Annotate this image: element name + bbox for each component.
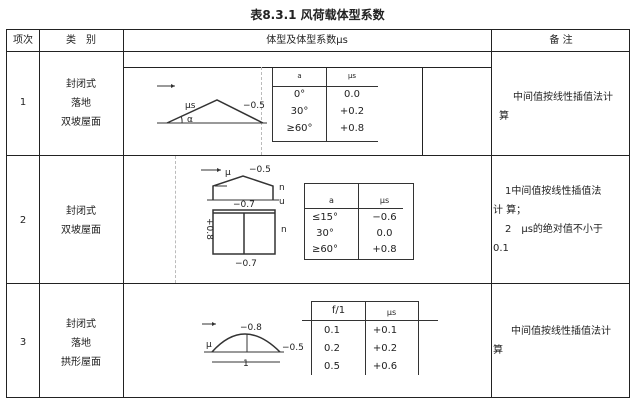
column-divider bbox=[39, 30, 40, 397]
header-category: 类 别 bbox=[66, 35, 96, 46]
table-cell: +0.2 bbox=[372, 343, 398, 354]
table-title: 表8.3.1 风荷载体型系数 bbox=[250, 8, 385, 22]
category-line: 双坡屋面 bbox=[61, 117, 101, 128]
span-label: 1 bbox=[243, 359, 249, 369]
table-cell: 0.0 bbox=[376, 228, 393, 239]
row-remark: 1中间值按线性插值法 计 算； 2 μs的绝对值不小于 0.1 bbox=[493, 182, 629, 258]
coefficient-table: a μs 0° 0.0 30° +0.2 ≥60° +0.8 bbox=[272, 68, 378, 142]
table-cell: 0.0 bbox=[344, 89, 360, 100]
remark-text: 中间值按线性插值法计 bbox=[511, 326, 611, 337]
category-line: 封闭式 bbox=[66, 79, 96, 90]
category-line: 双坡屋面 bbox=[61, 225, 101, 236]
header-no: 项次 bbox=[13, 35, 33, 46]
table-cell: −0.6 bbox=[372, 212, 397, 223]
col-header: μs bbox=[347, 72, 357, 80]
remark-text: 算 bbox=[499, 111, 509, 122]
remark-text: 算 bbox=[493, 345, 503, 356]
category-line: 封闭式 bbox=[66, 206, 96, 217]
row-divider bbox=[7, 155, 629, 156]
dashed-divider bbox=[261, 67, 262, 155]
row-category: 封闭式 落地 拱形屋面 bbox=[39, 315, 123, 372]
header-shape: 体型及体型系数μs bbox=[266, 35, 348, 46]
col-header: a bbox=[297, 72, 302, 80]
row-no: 3 bbox=[19, 337, 27, 348]
top-right-label: −0.5 bbox=[249, 165, 271, 175]
col-header: μs bbox=[379, 196, 390, 205]
table-cell: ≤15° bbox=[311, 212, 339, 223]
leeward-label: −0.5 bbox=[282, 343, 304, 353]
row-remark: 中间值按线性插值法计 算 bbox=[493, 322, 629, 360]
mu-label: μs bbox=[185, 101, 196, 111]
table-cell: +0.1 bbox=[372, 325, 398, 336]
col-header: f/1 bbox=[331, 305, 346, 316]
remark-text: 0.1 bbox=[493, 243, 509, 254]
row-category: 封闭式 落地 双坡屋面 bbox=[39, 75, 123, 132]
leeward-label: −0.5 bbox=[243, 101, 265, 111]
top-label: −0.8 bbox=[240, 323, 262, 333]
column-divider bbox=[491, 30, 492, 397]
table-cell: 30° bbox=[316, 228, 334, 239]
remark-text: 中间值按线性插值法计 bbox=[513, 92, 613, 103]
coefficient-table: a μs ≤15° −0.6 30° 0.0 ≥60° +0.8 bbox=[304, 183, 414, 260]
mu-label: μ bbox=[225, 168, 231, 178]
row-no: 1 bbox=[19, 97, 27, 108]
table-cell: +0.8 bbox=[372, 244, 397, 255]
coefficient-table: f/1 μs 0.1 +0.1 0.2 +0.2 0.5 +0.6 bbox=[302, 301, 438, 375]
alpha-label: α bbox=[187, 115, 193, 125]
gable-roof-diagram: μs α −0.5 bbox=[157, 84, 267, 125]
row-divider bbox=[7, 51, 629, 52]
table-cell: +0.2 bbox=[339, 106, 365, 117]
table-cell: 0° bbox=[293, 89, 306, 100]
remark-text: 计 算； bbox=[493, 205, 527, 216]
table-cell: ≥60° bbox=[311, 244, 339, 255]
left-mark: +0.8 bbox=[204, 218, 214, 240]
mid-label: −0.7 bbox=[233, 200, 255, 210]
remark-text: 1中间值按线性插值法 bbox=[505, 186, 602, 197]
category-line: 落地 bbox=[71, 98, 91, 109]
side-mark: n bbox=[281, 225, 287, 235]
header-remark: 备 注 bbox=[549, 35, 573, 46]
row-no: 2 bbox=[19, 215, 27, 226]
arch-roof-diagram: μ −0.8 −0.5 1 bbox=[202, 322, 304, 369]
table-cell: 0.1 bbox=[324, 325, 340, 336]
table-cell: +0.8 bbox=[339, 123, 365, 134]
side-mark: u bbox=[279, 197, 285, 207]
col-header: μs bbox=[386, 308, 397, 317]
remark-text: 2 μs的绝对值不小于 bbox=[505, 224, 603, 235]
table-cell: 30° bbox=[290, 106, 309, 117]
category-line: 拱形屋面 bbox=[61, 357, 101, 368]
row-category: 封闭式 双坡屋面 bbox=[39, 202, 123, 240]
row-remark: 中间值按线性插值法计 算 bbox=[499, 88, 629, 126]
row-divider bbox=[7, 283, 629, 284]
table-cell: 0.2 bbox=[324, 343, 340, 354]
category-line: 封闭式 bbox=[66, 319, 96, 330]
inner-divider bbox=[422, 67, 423, 155]
wind-load-table: 项次 类 别 体型及体型系数μs 备 注 1 封闭式 落地 双坡屋面 μs α … bbox=[6, 29, 630, 398]
category-line: 落地 bbox=[71, 338, 91, 349]
column-divider bbox=[123, 30, 124, 397]
gable-building-diagram: μ −0.5 n u −0.7 +0.8 n −0.7 bbox=[201, 165, 287, 269]
inner-divider bbox=[123, 67, 491, 68]
col-header: a bbox=[329, 196, 334, 205]
table-cell: 0.5 bbox=[324, 361, 340, 372]
dashed-divider bbox=[175, 156, 176, 283]
mu-label: μ bbox=[206, 340, 212, 350]
table-cell: ≥60° bbox=[286, 123, 313, 134]
side-mark: n bbox=[279, 183, 285, 193]
bottom-label: −0.7 bbox=[235, 259, 257, 269]
table-cell: +0.6 bbox=[372, 361, 398, 372]
